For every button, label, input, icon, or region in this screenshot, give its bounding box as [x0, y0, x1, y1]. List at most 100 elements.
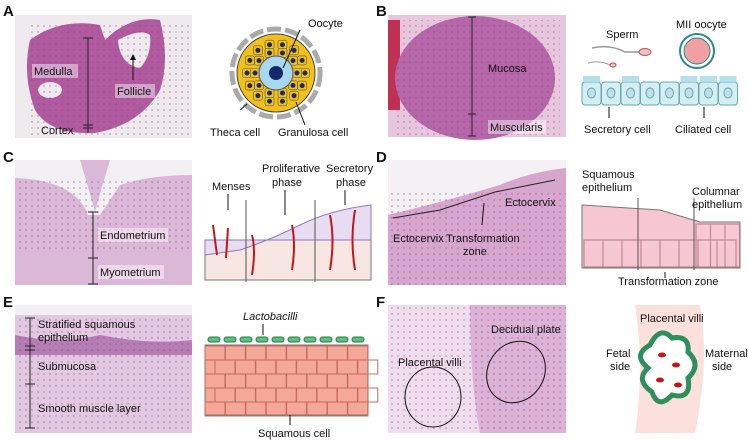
lactobacillus — [271, 336, 285, 343]
stratified-epithelium-label: epithelium — [38, 332, 88, 344]
nucleus — [255, 93, 261, 99]
zone-label: zone — [463, 246, 487, 258]
cervix-histology: Ectocervix Ectocervix Transformation zon… — [388, 160, 566, 285]
menstrual-cycle-diagram: Menses Proliferative phase Secretory pha… — [204, 163, 374, 282]
lactobacillus — [239, 336, 253, 343]
mii-oocyte-label: MII oocyte — [676, 19, 727, 31]
nucleus — [267, 90, 273, 96]
nucleus — [244, 70, 250, 76]
vaginal-epithelium-diagram: Lactobacilli Squamous cell — [204, 311, 379, 440]
smooth-muscle-label: Smooth muscle layer — [38, 403, 141, 415]
transformation-label: Transformation — [446, 233, 520, 245]
panel-b: B Mucosa Muscularis Sperm MII oocyte — [376, 3, 738, 140]
cilia — [719, 76, 737, 82]
myometrium-label: Myometrium — [100, 267, 161, 279]
nucleus — [665, 87, 674, 99]
nucleus — [279, 90, 285, 96]
uterus-histology: Endometrium Myometrium — [15, 160, 192, 285]
ectocervix-label-2: Ectocervix — [505, 197, 556, 209]
oviduct-diagram: Sperm MII oocyte Secretory cell Ciliated… — [581, 19, 738, 136]
panel-d: D Ectocervix Ectocervix Transformation z… — [376, 149, 742, 288]
squamous-epithelium-label: epithelium — [582, 182, 632, 194]
follicle-label: Follicle — [117, 86, 151, 98]
panel-c: C Endometrium Myometrium Menses Prolifer… — [3, 149, 374, 285]
decidual-plate-label: Decidual plate — [491, 324, 561, 336]
placental-villi-label: Placental villi — [398, 357, 462, 369]
proliferative-label: Proliferative — [262, 163, 320, 175]
nucleus — [302, 70, 308, 76]
columnar-cell — [724, 223, 740, 268]
nucleus — [291, 47, 297, 53]
secretory-phase-label: phase — [336, 177, 366, 189]
panel-label: E — [3, 294, 13, 311]
nucleus — [279, 98, 285, 104]
lactobacillus — [223, 336, 237, 343]
lactobacillus — [351, 336, 365, 343]
nucleus — [279, 50, 285, 56]
transformation-zone-diagram: Squamous epithelium Columnar epithelium … — [581, 169, 742, 288]
nucleus — [247, 57, 253, 63]
panel-f: F Placental villi Decidual plate Placent… — [376, 294, 748, 433]
nucleus — [267, 98, 273, 104]
endometrium-label: Endometrium — [100, 230, 165, 242]
nucleus — [291, 93, 297, 99]
nucleus — [645, 87, 655, 99]
panel-e: E Stratified squamous epithelium Submuco… — [3, 294, 379, 440]
cilia — [622, 76, 639, 82]
ciliated-cell-label: Ciliated cell — [675, 124, 731, 136]
oocyte-label: Oocyte — [308, 18, 343, 30]
nucleus — [252, 70, 258, 76]
fetal-side-label: side — [610, 361, 630, 373]
nucleus — [290, 58, 296, 64]
panel-label: C — [3, 149, 14, 166]
nucleus — [704, 87, 713, 99]
cilia — [583, 76, 600, 82]
muscularis-label: Muscularis — [490, 122, 543, 134]
lactobacillus — [335, 336, 349, 343]
follicle-diagram: Oocyte Theca cell Granulosa cell — [210, 18, 348, 139]
lactobacillus — [207, 336, 221, 343]
panel-label: D — [376, 149, 387, 166]
granulosa-label: Granulosa cell — [278, 127, 348, 139]
sperm-label: Sperm — [606, 29, 638, 41]
fetal-label: Fetal — [606, 348, 630, 360]
nucleus — [267, 42, 273, 48]
vagina-histology: Stratified squamous epithelium Submucosa… — [15, 305, 192, 433]
lactobacilli-label: Lactobacilli — [243, 311, 298, 323]
proliferative-phase-label: phase — [272, 177, 302, 189]
lactobacillus — [303, 336, 317, 343]
panel-label: B — [376, 3, 387, 20]
nucleus — [684, 87, 694, 99]
nucleus — [299, 57, 305, 63]
placenta-diagram: Placental villi Fetal side Maternal side — [606, 305, 748, 433]
nucleus — [299, 83, 305, 89]
medulla-label: Medulla — [34, 66, 73, 78]
nucleus — [606, 87, 616, 99]
nucleus — [247, 83, 253, 89]
theca-label: Theca cell — [210, 127, 260, 139]
panel-label: F — [376, 294, 385, 311]
mucosa-label: Mucosa — [488, 63, 527, 75]
oviduct-histology: Mucosa Muscularis — [388, 15, 566, 140]
panel-label: A — [3, 3, 14, 20]
placenta-histology: Placental villi Decidual plate — [388, 305, 566, 433]
nucleus — [587, 87, 596, 99]
nucleus — [723, 87, 733, 99]
columnar-label: Columnar — [692, 186, 740, 198]
secretory-cell-label: Secretory cell — [584, 124, 651, 136]
squamous-cell — [347, 401, 369, 417]
columnar-epithelium-label: epithelium — [692, 199, 742, 211]
nucleus — [255, 47, 261, 53]
nucleus — [256, 58, 262, 64]
nucleus — [267, 50, 273, 56]
nucleus — [290, 82, 296, 88]
cilia — [680, 76, 698, 82]
squamous-cell-label: Squamous cell — [258, 428, 330, 440]
nucleus — [256, 82, 262, 88]
ectocervix-label-1: Ectocervix — [393, 233, 444, 245]
ovary-histology: Medulla Follicle Cortex — [15, 15, 192, 138]
menses-label: Menses — [212, 181, 251, 193]
submucosa-label: Submucosa — [38, 361, 97, 373]
transformation-zone-label: Transformation zone — [618, 276, 718, 288]
